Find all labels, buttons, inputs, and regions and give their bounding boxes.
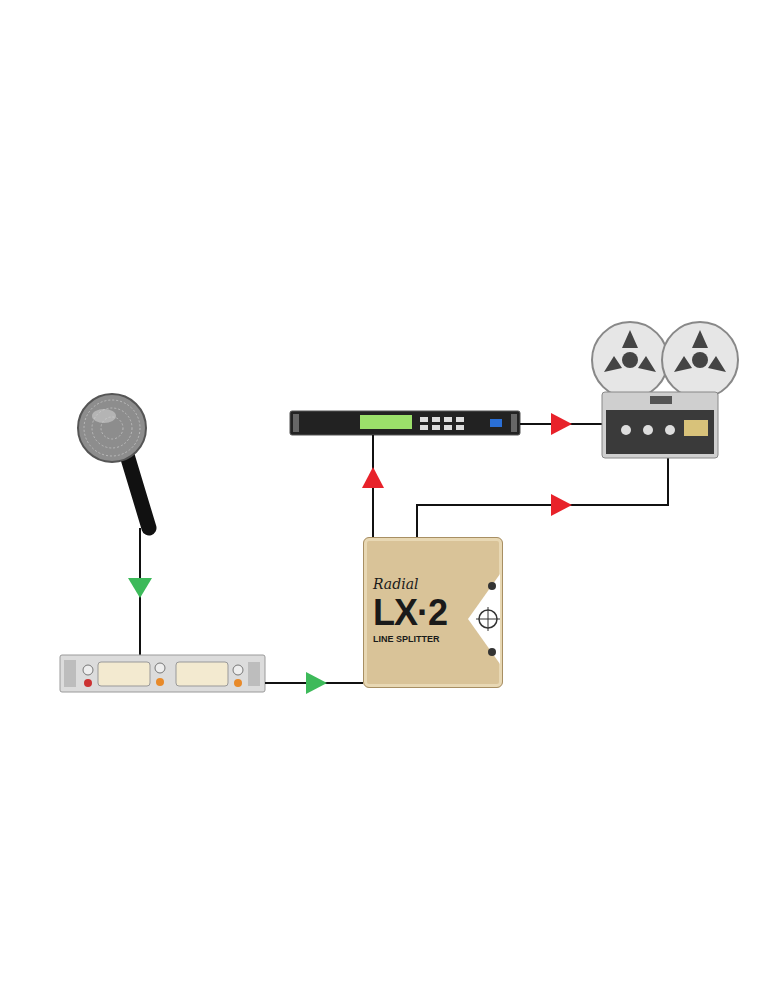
microphone — [78, 394, 149, 655]
model-label: LX·2 — [373, 594, 502, 632]
signal-arrow — [128, 578, 152, 598]
signal-arrow — [551, 494, 572, 516]
signal-arrow — [362, 467, 384, 488]
signal-arrow — [306, 672, 327, 694]
signal-arrow — [551, 413, 572, 435]
splitter-graphic — [466, 574, 500, 664]
preamp-rack — [60, 655, 265, 692]
product-label: LINE SPLITTER — [373, 634, 502, 644]
brand-label: Radial — [373, 576, 502, 592]
effects-rack — [290, 411, 520, 435]
splitter-box: RadialLX·2LINE SPLITTER — [363, 537, 503, 688]
tape-machine — [592, 322, 738, 458]
